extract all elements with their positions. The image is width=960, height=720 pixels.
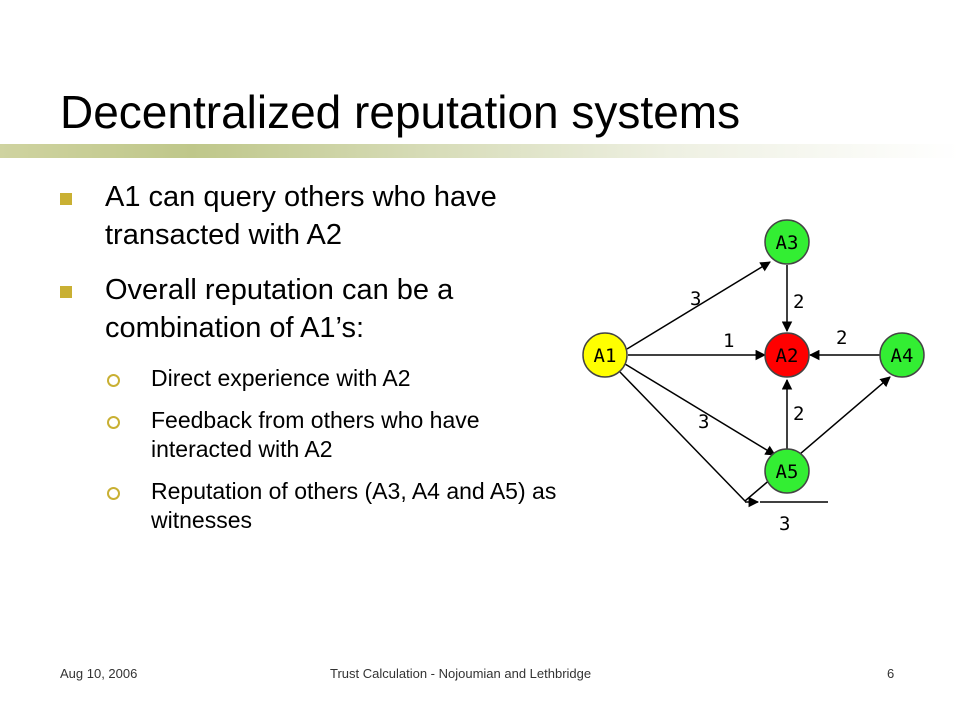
edge-weight-a1-a5: 3 <box>698 411 709 433</box>
node-label-a1: A1 <box>594 345 617 367</box>
edge-a1-a5 <box>624 363 776 456</box>
sub-bullet-item: Reputation of others (A3, A4 and A5) as … <box>60 477 580 535</box>
node-label-a4: A4 <box>891 345 914 367</box>
reputation-graph-diagram: 3 1 3 2 2 2 3 A1 A2 A3 A4 A5 <box>582 219 925 535</box>
edge-weight-a4-a2: 2 <box>836 327 847 349</box>
edge-weight-a1-a3: 3 <box>690 288 701 310</box>
footer-page-number: 6 <box>887 666 895 681</box>
sub-bullet-item: Direct experience with A2 <box>60 364 580 393</box>
node-a1: A1 <box>582 332 628 378</box>
sub-bullet-text: Feedback from others who have interacted… <box>151 407 480 462</box>
slide-title: Decentralized reputation systems <box>60 86 741 138</box>
bullet-item: Overall reputation can be a combination … <box>60 271 580 347</box>
node-label-a5: A5 <box>776 461 799 483</box>
title-underline-bar <box>0 144 960 158</box>
edge-weight-a1-a4: 3 <box>779 513 790 535</box>
ring-bullet-icon <box>107 487 120 500</box>
footer-date: Aug 10, 2006 <box>60 666 138 681</box>
edge-a1-a4 <box>619 371 891 503</box>
node-a4: A4 <box>879 332 925 378</box>
bullet-list: A1 can query others who have transacted … <box>60 178 580 548</box>
square-bullet-icon <box>60 193 72 205</box>
bullet-text: A1 can query others who have transacted … <box>105 181 497 251</box>
sub-bullet-text: Direct experience with A2 <box>151 365 411 391</box>
edge-weight-a1-a2: 1 <box>723 330 734 352</box>
edge-a1-a3 <box>626 261 771 350</box>
ring-bullet-icon <box>107 374 120 387</box>
node-a3: A3 <box>764 219 810 265</box>
node-label-a2: A2 <box>776 345 799 367</box>
bullet-text: Overall reputation can be a combination … <box>105 274 454 344</box>
node-label-a3: A3 <box>776 232 799 254</box>
node-a2: A2 <box>764 332 810 378</box>
sub-bullet-item: Feedback from others who have interacted… <box>60 406 580 464</box>
edge-weight-a5-a2: 2 <box>793 403 804 425</box>
node-a5: A5 <box>764 448 810 494</box>
edge-weight-a3-a2: 2 <box>793 291 804 313</box>
ring-bullet-icon <box>107 416 120 429</box>
footer-title: Trust Calculation - Nojoumian and Lethbr… <box>330 666 592 681</box>
square-bullet-icon <box>60 286 72 298</box>
bullet-item: A1 can query others who have transacted … <box>60 178 580 254</box>
sub-bullet-text: Reputation of others (A3, A4 and A5) as … <box>151 478 557 533</box>
